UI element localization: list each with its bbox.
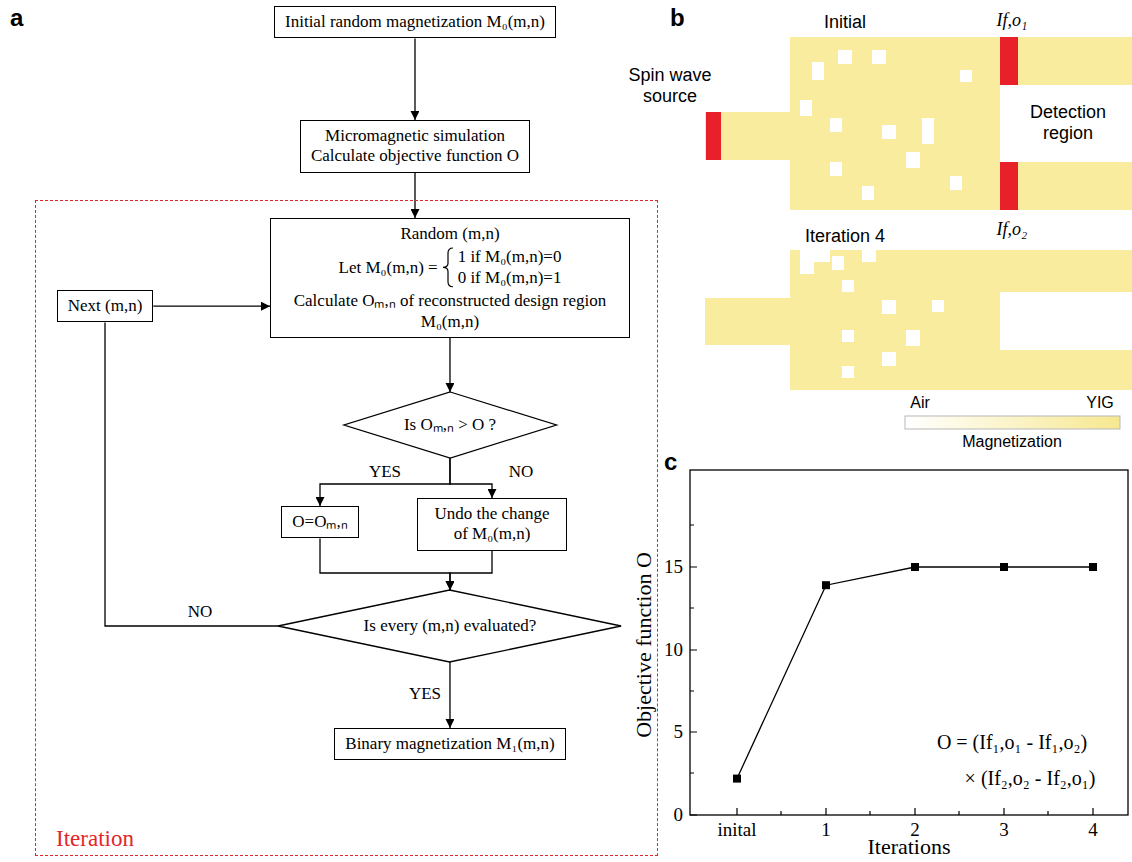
panel-letter: b — [670, 4, 685, 32]
connector — [414, 38, 415, 120]
node-text: Iteration — [56, 825, 134, 853]
tick-label: 0 — [674, 804, 684, 826]
node-text: Is every (m,n) evaluated? — [364, 616, 537, 636]
tick-label: inital — [717, 819, 756, 841]
plot-frame — [690, 470, 1128, 815]
node-text: Undo the change of M₀(m,n) — [428, 504, 556, 545]
yig-structure — [705, 37, 1132, 210]
edge-label: NO — [507, 463, 536, 482]
formula: × (If₂,o₂ - If₂,o₁) — [965, 767, 1096, 790]
diamond-shape — [278, 590, 621, 662]
node-text: Let M₀(m,n) = — [339, 258, 438, 278]
tick-label: 1 — [821, 819, 831, 841]
edge-label: YES — [407, 685, 443, 704]
panel-subtitle: Iteration 4 — [805, 226, 885, 247]
process-box: O=Oₘ,ₙ — [281, 506, 358, 538]
formula: O = (If₁,o₁ - If₁,o₂) — [937, 731, 1087, 754]
signal-label: If,o₂ — [997, 219, 1028, 240]
node-text: 0 if M₀(m,n)=1 — [458, 268, 562, 288]
node-text: 1 if M₀(m,n)=0 — [458, 247, 562, 267]
colorbar-label: YIG — [1086, 394, 1114, 412]
node-text: Binary magnetization M₁(m,n) — [345, 734, 554, 754]
connector — [153, 306, 270, 307]
connector — [449, 662, 450, 728]
data-points — [733, 563, 1097, 783]
node-text: Is Oₘ,ₙ > O ? — [404, 415, 496, 435]
source-label: Spin wave source — [624, 65, 716, 106]
tick-label: 10 — [664, 639, 683, 661]
process-box: Next (m,n) — [57, 290, 154, 322]
edge-label: YES — [367, 463, 403, 482]
detector-bottom — [1000, 162, 1018, 210]
process-box: Micromagnetic simulationCalculate object… — [300, 120, 530, 173]
node-text: Micromagnetic simulation — [311, 126, 519, 146]
signal-label: If,o₁ — [997, 10, 1028, 31]
data-line — [737, 567, 1093, 779]
process-box: Undo the change of M₀(m,n) — [417, 498, 567, 551]
panel-letter: a — [10, 4, 23, 32]
axis-title: Iterations — [867, 834, 950, 859]
brace — [442, 247, 454, 288]
colorbar — [905, 416, 1120, 429]
connector — [449, 338, 450, 392]
node-text: Calculate Oₘ,ₙ of reconstructed design r… — [281, 291, 619, 332]
decision-diamond: Is Oₘ,ₙ > O ? — [344, 392, 557, 458]
tick-label: 15 — [664, 556, 683, 578]
process-box: Random (m,n) Let M₀(m,n) = 1 if M₀(m,n)=00… — [270, 218, 630, 338]
axis-title: Objective function O — [631, 552, 656, 738]
iteration-region: Random (m,n) Let M₀(m,n) = 1 if M₀(m,n)=00… — [35, 200, 658, 856]
node-text: Random (m,n) — [281, 224, 619, 244]
connector — [450, 551, 492, 590]
tick-label: 3 — [999, 819, 1009, 841]
yig-structure — [705, 250, 1132, 390]
spin-wave-source — [706, 112, 721, 160]
node-text: Calculate objective function O — [311, 146, 519, 166]
tick-label: 4 — [1088, 819, 1098, 841]
tick-label: 5 — [674, 721, 684, 743]
node-text: Initial random magnetization M₀(m,n) — [285, 12, 545, 32]
colorbar-label: Air — [910, 394, 930, 412]
detector-label: Detection region — [1018, 102, 1118, 143]
air-pixels — [800, 50, 972, 200]
edge-label: NO — [186, 603, 215, 622]
panel-subtitle: Initial — [824, 12, 866, 33]
node-text: O=Oₘ,ₙ — [292, 512, 347, 532]
tick-label: 2 — [910, 819, 920, 841]
decision-diamond: Is every (m,n) evaluated? — [278, 590, 621, 662]
panel-letter: c — [664, 448, 677, 476]
end-box: Binary magnetization M₁(m,n) — [334, 728, 565, 760]
diamond-shape — [344, 392, 557, 458]
connector — [450, 458, 492, 498]
colorbar-title: Magnetization — [962, 433, 1062, 451]
connector — [414, 173, 415, 218]
start-box: Initial random magnetization M₀(m,n) — [274, 6, 556, 38]
connector — [105, 322, 278, 626]
node-text: Next (m,n) — [68, 296, 143, 316]
air-pixels — [800, 250, 944, 378]
detector-top — [1000, 37, 1018, 85]
